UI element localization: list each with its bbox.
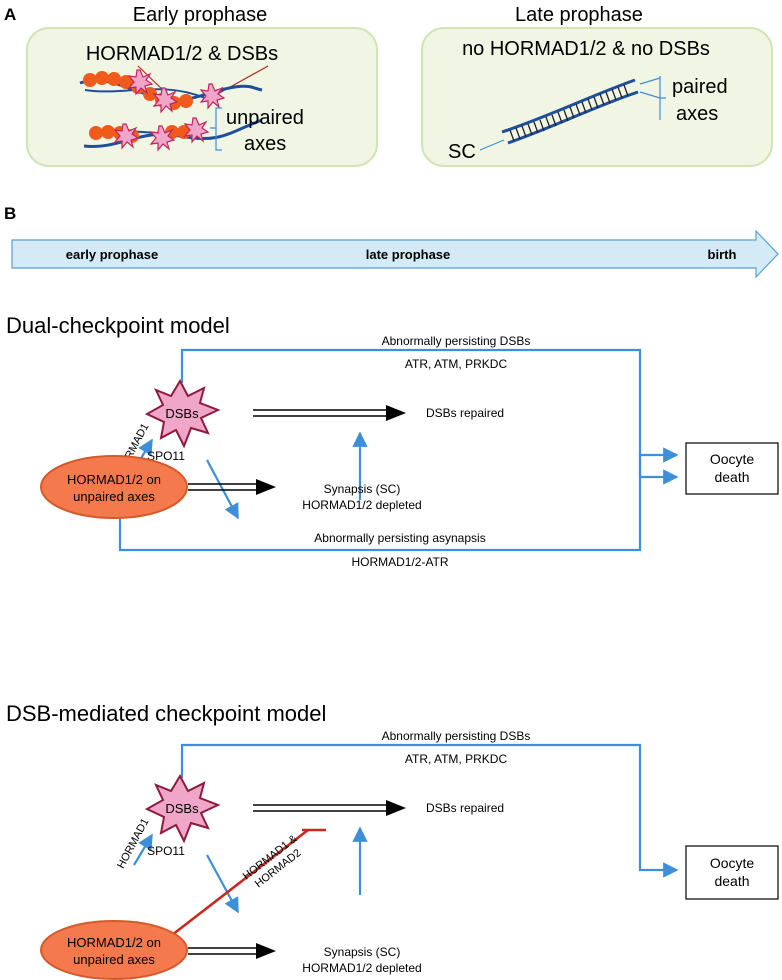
paired-label: paired xyxy=(672,76,728,98)
dsb-inhibition-line xyxy=(171,828,326,937)
dual-dsbs-star xyxy=(144,378,221,449)
dsb-spo11: SPO11 xyxy=(147,844,185,858)
dsb-black-arrows xyxy=(188,800,406,959)
dual-hormad-atr: HORMAD1/2-ATR xyxy=(351,555,448,569)
dual-synapsis-line1: Synapsis (SC) xyxy=(324,482,401,496)
late-prophase-box xyxy=(421,27,773,167)
unpaired-chromosomes-illustration xyxy=(79,65,269,151)
timeline-arrow xyxy=(11,229,779,279)
dsb-hormad-node-line1: HORMAD1/2 on xyxy=(67,935,161,950)
dsb-synapsis-line1: Synapsis (SC) xyxy=(324,945,401,959)
dual-kinases: ATR, ATM, PRKDC xyxy=(405,357,508,371)
late-prophase-title: Late prophase xyxy=(515,4,643,26)
dual-persist-asynapsis: Abnormally persisting asynapsis xyxy=(314,531,485,545)
dsb-oocyte-line2: death xyxy=(714,873,749,889)
dual-model-title: Dual-checkpoint model xyxy=(6,313,230,338)
early-prophase-label: HORMAD1/2 & DSBs xyxy=(86,43,278,65)
late-prophase-label: no HORMAD1/2 & no DSBs xyxy=(462,38,710,60)
unpaired-axes-label: axes xyxy=(244,133,286,155)
dsb-hormad-node xyxy=(40,920,188,980)
dual-hormad-node-line2: unpaired axes xyxy=(73,489,155,504)
dual-black-arrows xyxy=(188,405,406,495)
dual-blue-arrows xyxy=(118,348,679,552)
early-prophase-title: Early prophase xyxy=(133,4,268,26)
dsb-model-title: DSB-mediated checkpoint model xyxy=(6,701,326,726)
dsb-dsbs-star xyxy=(144,773,221,844)
unpaired-label: unpaired xyxy=(226,107,304,129)
dual-hormad-node-line1: HORMAD1/2 on xyxy=(67,472,161,487)
dual-dsbs-repaired: DSBs repaired xyxy=(426,406,504,420)
panel-a-letter: A xyxy=(4,5,16,24)
timeline-birth: birth xyxy=(708,247,737,262)
dual-oocyte-line2: death xyxy=(714,469,749,485)
dsb-dsbs-label: DSBs xyxy=(165,801,199,816)
dsb-oocyte-line1: Oocyte xyxy=(710,855,755,871)
sc-label: SC xyxy=(448,141,476,163)
dsb-blue-arrows xyxy=(133,743,679,914)
paired-axes-label: axes xyxy=(676,103,718,125)
dual-hormad-node xyxy=(40,455,188,519)
panel-b-letter: B xyxy=(4,204,16,223)
dual-dsbs-label: DSBs xyxy=(165,406,199,421)
dsb-synapsis-line2: HORMAD1/2 depleted xyxy=(302,961,421,975)
timeline-late: late prophase xyxy=(366,247,451,262)
dsb-dsbs-repaired: DSBs repaired xyxy=(426,801,504,815)
dual-persist-dsbs: Abnormally persisting DSBs xyxy=(382,334,531,348)
timeline-early: early prophase xyxy=(66,247,159,262)
dual-oocyte-line1: Oocyte xyxy=(710,451,755,467)
dual-oocyte-death-box xyxy=(685,442,779,495)
dual-spo11: SPO11 xyxy=(147,449,185,463)
dsb-oocyte-death-box xyxy=(685,845,779,900)
paired-chromosomes-illustration xyxy=(479,76,666,151)
dsb-hormad-node-line2: unpaired axes xyxy=(73,952,155,967)
dual-synapsis-line2: HORMAD1/2 depleted xyxy=(302,498,421,512)
dsb-persist-dsbs: Abnormally persisting DSBs xyxy=(382,729,531,743)
dsb-kinases: ATR, ATM, PRKDC xyxy=(405,752,508,766)
